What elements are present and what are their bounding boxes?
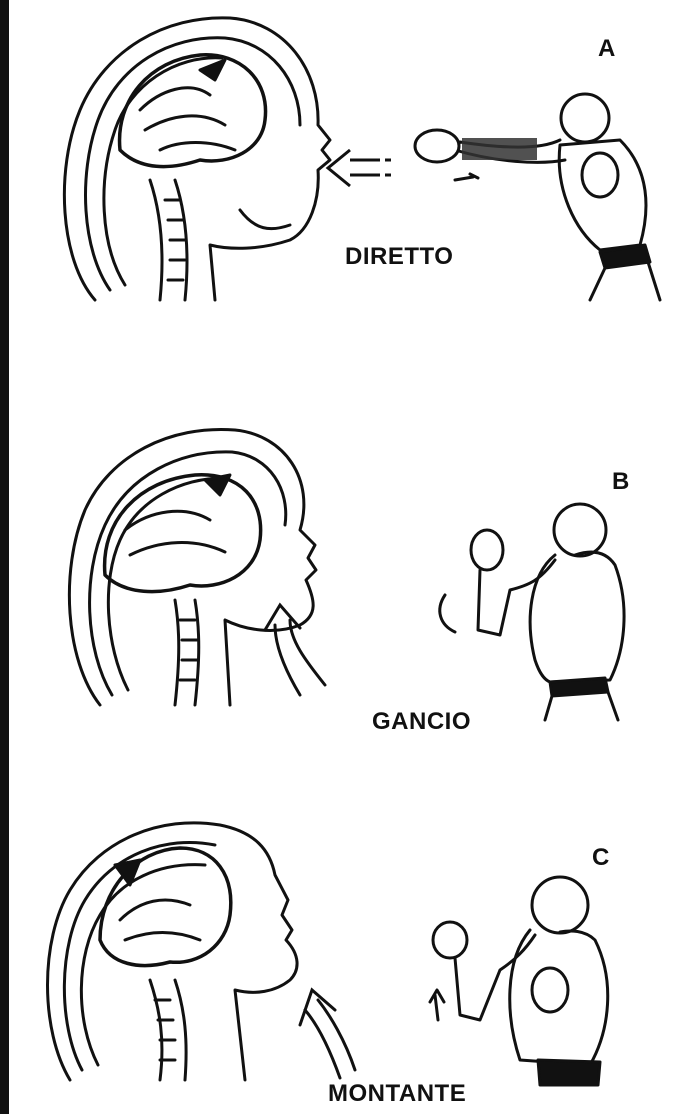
panel-diretto: A DIRETTO — [0, 0, 685, 330]
panel-letter-a: A — [598, 35, 615, 63]
impact-arrow — [300, 990, 355, 1078]
panel-b-drawing — [0, 330, 685, 740]
panel-c-drawing — [0, 740, 685, 1114]
panel-letter-c: C — [592, 844, 609, 872]
caption-diretto: DIRETTO — [345, 243, 453, 271]
impact-arrow — [328, 150, 395, 186]
boxer-figure — [440, 504, 624, 720]
boxer-figure — [430, 877, 608, 1085]
panel-montante: C MONTANTE — [0, 740, 685, 1114]
head-section-diagram — [69, 429, 316, 705]
impact-arrow — [265, 605, 325, 695]
panel-a-drawing — [0, 0, 685, 330]
panel-gancio: B GANCIO — [0, 330, 685, 740]
caption-montante: MONTANTE — [328, 1080, 466, 1108]
caption-gancio: GANCIO — [372, 708, 471, 736]
head-section-diagram — [64, 18, 330, 300]
head-section-diagram — [48, 823, 298, 1080]
panel-letter-b: B — [612, 468, 629, 496]
